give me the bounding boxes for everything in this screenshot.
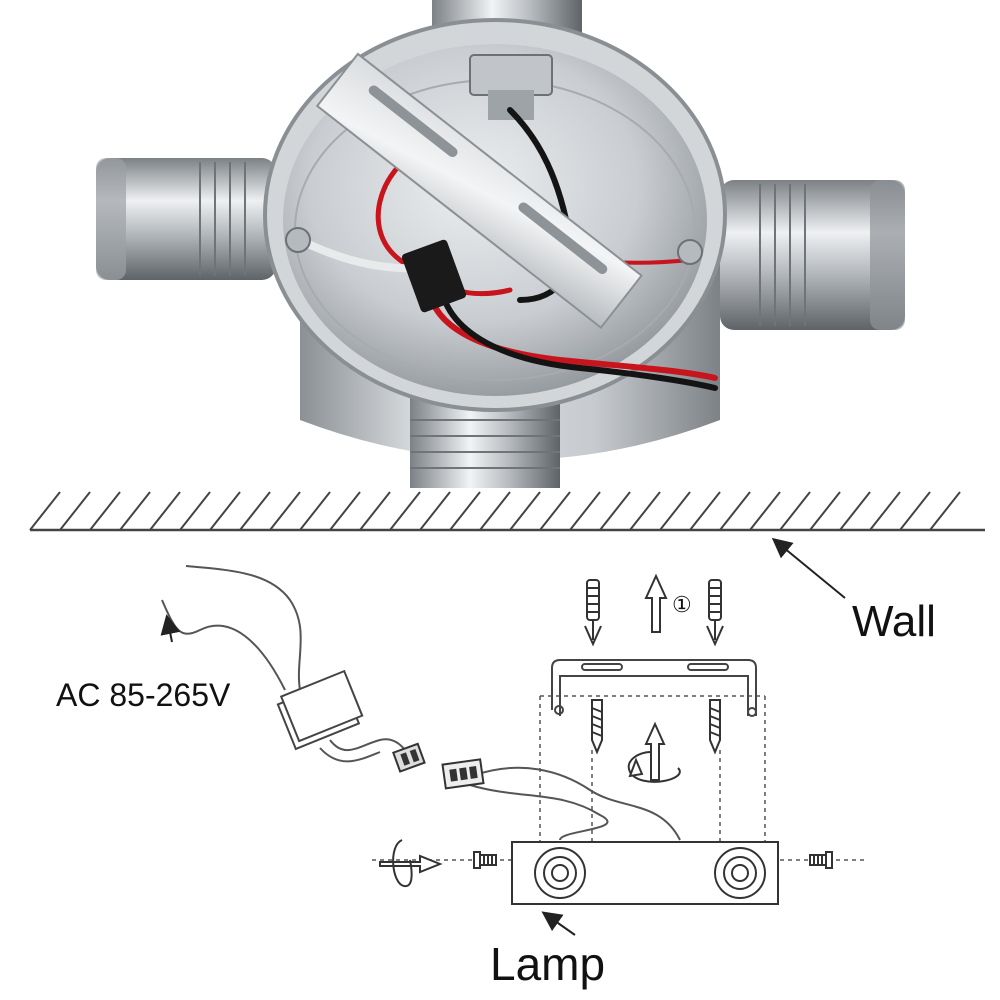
lamp-head-right [720, 180, 905, 330]
lamp-label: Lamp [490, 938, 605, 990]
power-supply-assembly [160, 565, 681, 841]
side-screw-left [285, 227, 311, 253]
rotate-arrow-icon [627, 721, 681, 783]
screw-icon-left [591, 699, 603, 755]
step-number: ① [672, 592, 692, 617]
wall-hatching [29, 491, 985, 532]
wall-label: Wall [852, 597, 936, 646]
lamp-photo [96, 0, 905, 488]
hex-nut [469, 54, 553, 120]
side-screw-icon-left [473, 851, 497, 869]
lamp-pointer-arrow [541, 911, 576, 936]
side-screw-right [677, 239, 703, 265]
rotate-arrow-icon-left [379, 839, 443, 888]
mounting-bracket [315, 52, 643, 330]
lamp-base [511, 841, 779, 905]
screw-anchor-icon-right [706, 579, 724, 647]
side-screw-icon-right [809, 851, 833, 869]
wire-connector [401, 239, 467, 313]
screw-anchor-icon-left [584, 579, 602, 647]
wall-pointer-arrow [771, 537, 846, 599]
wall-anchors [584, 573, 724, 647]
voltage-label: AC 85-265V [56, 677, 231, 713]
connector-plug-left [392, 742, 426, 773]
lamp-head-left [96, 158, 276, 280]
arrow-up-icon [644, 573, 668, 633]
u-bracket [551, 659, 757, 717]
screw-icon-right [709, 699, 721, 755]
connector-plug-right [441, 758, 485, 790]
wires [296, 107, 718, 391]
led-driver-box [276, 669, 364, 751]
